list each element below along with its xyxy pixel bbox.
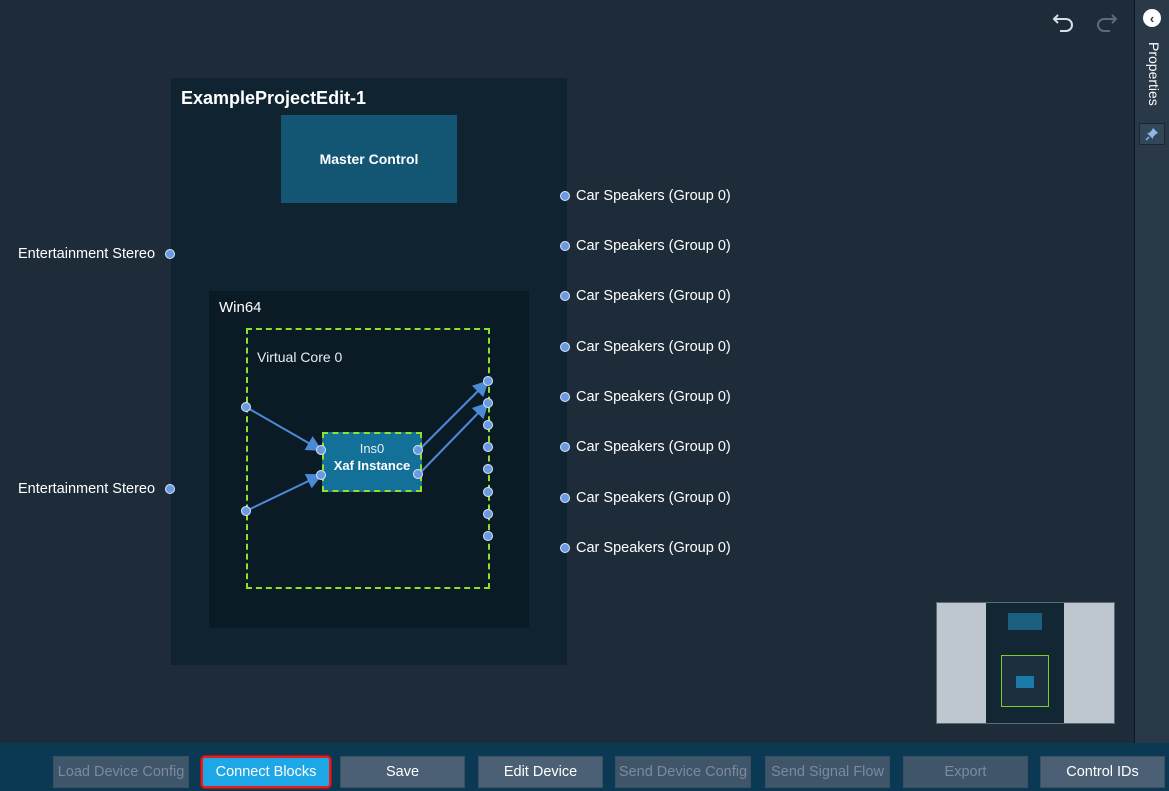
redo-button[interactable] [1093,10,1119,34]
collapse-panel-button[interactable]: ‹ [1143,9,1161,27]
output-label: Car Speakers (Group 0) [576,439,731,455]
core-input-port[interactable] [241,506,251,516]
output-port[interactable] [560,543,570,553]
load-device-config-button[interactable]: Load Device Config [53,756,189,788]
export-button[interactable]: Export [903,756,1028,788]
signal-flow-canvas[interactable]: ExampleProjectEdit-1 Master Control Win6… [0,0,1134,743]
properties-tab[interactable]: Properties [1142,42,1162,112]
instance-output-port[interactable] [413,445,423,455]
control-ids-button[interactable]: Control IDs [1040,756,1165,788]
properties-tab-label: Properties [1146,42,1162,106]
minimap-block [1016,676,1034,688]
minimap-core [1001,655,1049,707]
pin-button[interactable] [1139,123,1165,145]
master-control-block[interactable]: Master Control [281,115,457,203]
edit-device-button[interactable]: Edit Device [478,756,603,788]
virtual-core-title: Virtual Core 0 [257,349,343,365]
output-label: Car Speakers (Group 0) [576,490,731,506]
output-port[interactable] [560,493,570,503]
connect-blocks-button[interactable]: Connect Blocks [201,756,331,788]
output-label: Car Speakers (Group 0) [576,188,731,204]
minimap-viewport[interactable] [986,603,1064,723]
core-output-port[interactable] [483,509,493,519]
platform-title: Win64 [219,299,262,316]
input-port[interactable] [165,249,175,259]
chevron-left-icon: ‹ [1149,10,1155,26]
output-port[interactable] [560,392,570,402]
project-title: ExampleProjectEdit-1 [181,88,367,108]
output-label: Car Speakers (Group 0) [576,238,731,254]
core-output-port[interactable] [483,487,493,497]
core-output-port[interactable] [483,376,493,386]
connection-wires [245,380,489,512]
core-output-port[interactable] [483,442,493,452]
wire-in-1[interactable] [245,406,323,451]
output-label: Car Speakers (Group 0) [576,540,731,556]
core-output-port[interactable] [483,420,493,430]
instance-output-port[interactable] [413,469,423,479]
undo-icon [1052,14,1073,32]
instance-id: Ins0 [359,441,385,456]
input-port[interactable] [165,484,175,494]
instance-input-port[interactable] [316,445,326,455]
core-output-port[interactable] [483,398,493,408]
instance-name: Xaf Instance [333,458,411,473]
wire-out-1[interactable] [418,380,489,451]
output-port[interactable] [560,241,570,251]
core-output-port[interactable] [483,464,493,474]
core-input-port[interactable] [241,402,251,412]
core-output-port[interactable] [483,531,493,541]
save-button[interactable]: Save [340,756,465,788]
xaf-instance-block[interactable]: Ins0 Xaf Instance [322,432,422,492]
send-device-config-button[interactable]: Send Device Config [615,756,751,788]
minimap-master-control [1008,613,1042,630]
pin-icon [1145,128,1158,141]
output-port[interactable] [560,442,570,452]
input-label: Entertainment Stereo [18,246,156,262]
instance-input-port[interactable] [316,470,326,480]
input-label: Entertainment Stereo [18,481,156,497]
minimap[interactable] [936,602,1115,724]
undo-button[interactable] [1051,10,1077,34]
send-signal-flow-button[interactable]: Send Signal Flow [765,756,890,788]
virtual-core-container[interactable] [246,328,490,589]
redo-icon [1097,14,1118,32]
master-control-label: Master Control [319,151,419,167]
wire-out-2[interactable] [418,402,489,475]
output-label: Car Speakers (Group 0) [576,288,731,304]
wire-in-2[interactable] [245,473,323,512]
output-port[interactable] [560,191,570,201]
output-port[interactable] [560,291,570,301]
output-label: Car Speakers (Group 0) [576,389,731,405]
output-port[interactable] [560,342,570,352]
output-label: Car Speakers (Group 0) [576,339,731,355]
properties-panel: ‹ Properties [1134,0,1169,743]
